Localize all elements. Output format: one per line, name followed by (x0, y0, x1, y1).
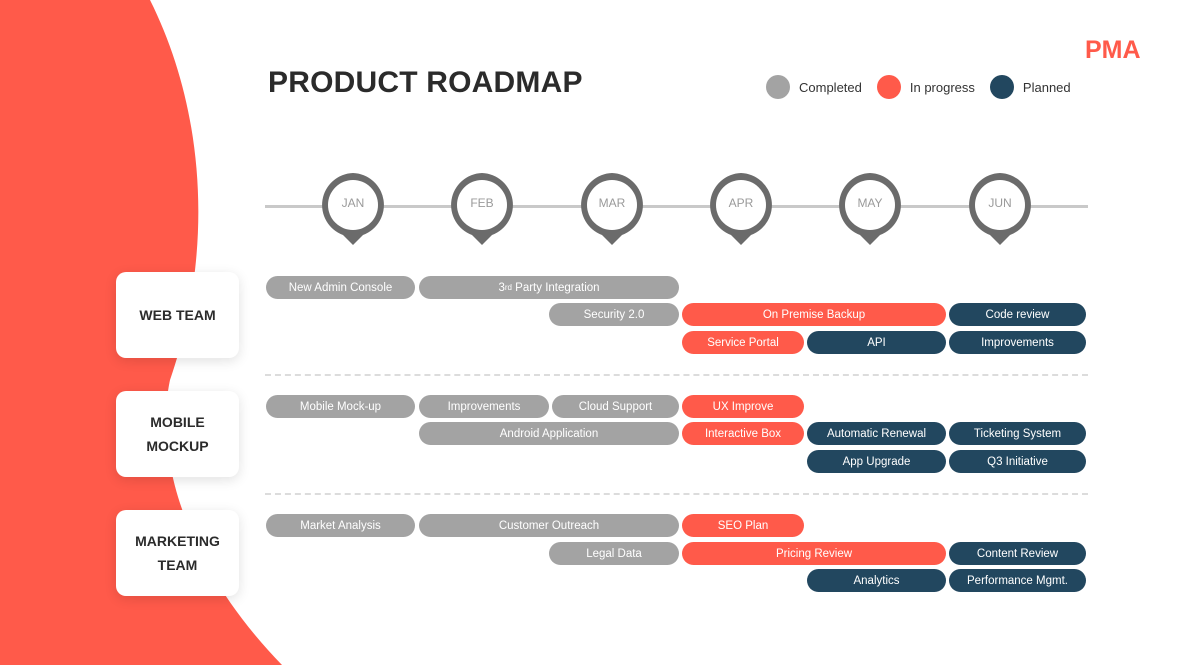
timeline-line (265, 205, 1088, 208)
completed-dot-icon (766, 75, 790, 99)
team-name-line1: MARKETING (135, 533, 220, 549)
task-bar[interactable]: Interactive Box (682, 422, 804, 445)
team-card-mobile: MOBILE MOCKUP (116, 391, 239, 477)
map-pin-icon (839, 173, 901, 245)
section-divider (265, 374, 1088, 376)
team-card-web: WEB TEAM (116, 272, 239, 358)
legend-planned: Planned (989, 75, 1071, 99)
task-bar[interactable]: Improvements (949, 331, 1086, 354)
task-bar[interactable]: Customer Outreach (419, 514, 679, 537)
map-pin-icon (710, 173, 772, 245)
team-name: WEB TEAM (139, 307, 216, 323)
task-bar[interactable]: Pricing Review (682, 542, 946, 565)
planned-dot-icon (989, 75, 1014, 99)
task-bar[interactable]: Cloud Support (552, 395, 679, 418)
brand-logo[interactable]: PMA (1085, 36, 1141, 64)
team-card-marketing: MARKETING TEAM (116, 510, 239, 596)
task-bar[interactable]: App Upgrade (807, 450, 946, 473)
month-pin-jan: JAN (320, 172, 386, 246)
in-progress-dot-icon (876, 75, 901, 99)
task-bar[interactable]: Q3 Initiative (949, 450, 1086, 473)
legend-label: Planned (1022, 79, 1071, 95)
task-bar[interactable]: API (807, 331, 946, 354)
task-bar[interactable]: Legal Data (549, 542, 679, 565)
task-bar[interactable]: Ticketing System (949, 422, 1086, 445)
month-pin-feb: FEB (449, 172, 515, 246)
team-name-line2: MOCKUP (146, 438, 209, 454)
task-bar[interactable]: UX Improve (682, 395, 804, 418)
month-pin-mar: MAR (579, 172, 645, 246)
task-bar[interactable]: Mobile Mock-up (266, 395, 415, 418)
team-name-line1: MOBILE (150, 414, 205, 430)
map-pin-icon (581, 173, 643, 245)
task-bar[interactable]: Content Review (949, 542, 1086, 565)
section-divider (265, 493, 1088, 495)
month-label: APR (728, 196, 754, 210)
task-bar[interactable]: Performance Mgmt. (949, 569, 1086, 592)
legend-label: Completed (799, 79, 862, 95)
map-pin-icon (969, 173, 1031, 245)
task-bar[interactable]: Improvements (419, 395, 549, 418)
task-bar[interactable]: SEO Plan (682, 514, 804, 537)
month-label: MAY (857, 196, 883, 210)
month-label: MAR (598, 196, 626, 210)
task-text: 3 (498, 281, 505, 294)
team-name-line2: TEAM (157, 557, 198, 573)
legend-in-progress: In progress (876, 75, 975, 99)
task-bar[interactable]: Security 2.0 (549, 303, 679, 326)
legend: Completed In progress Planned (766, 75, 1086, 99)
page-title: PRODUCT ROADMAP (268, 66, 583, 99)
month-pin-jun: JUN (967, 172, 1033, 246)
map-pin-icon (322, 173, 384, 245)
month-pin-may: MAY (837, 172, 903, 246)
task-text: Party Integration (511, 281, 600, 294)
legend-label: In progress (909, 79, 975, 95)
task-bar[interactable]: Android Application (419, 422, 679, 445)
task-bar[interactable]: Service Portal (682, 331, 804, 354)
task-bar[interactable]: Analytics (807, 569, 946, 592)
legend-completed: Completed (766, 75, 862, 99)
task-bar[interactable]: On Premise Backup (682, 303, 946, 326)
month-pin-apr: APR (708, 172, 774, 246)
month-label: FEB (470, 196, 494, 210)
month-label: JAN (341, 196, 365, 210)
task-bar[interactable]: Market Analysis (266, 514, 415, 537)
task-bar[interactable]: Code review (949, 303, 1086, 326)
month-label: JUN (988, 196, 1012, 210)
task-bar[interactable]: Automatic Renewal (807, 422, 946, 445)
map-pin-icon (451, 173, 513, 245)
task-bar[interactable]: New Admin Console (266, 276, 415, 299)
